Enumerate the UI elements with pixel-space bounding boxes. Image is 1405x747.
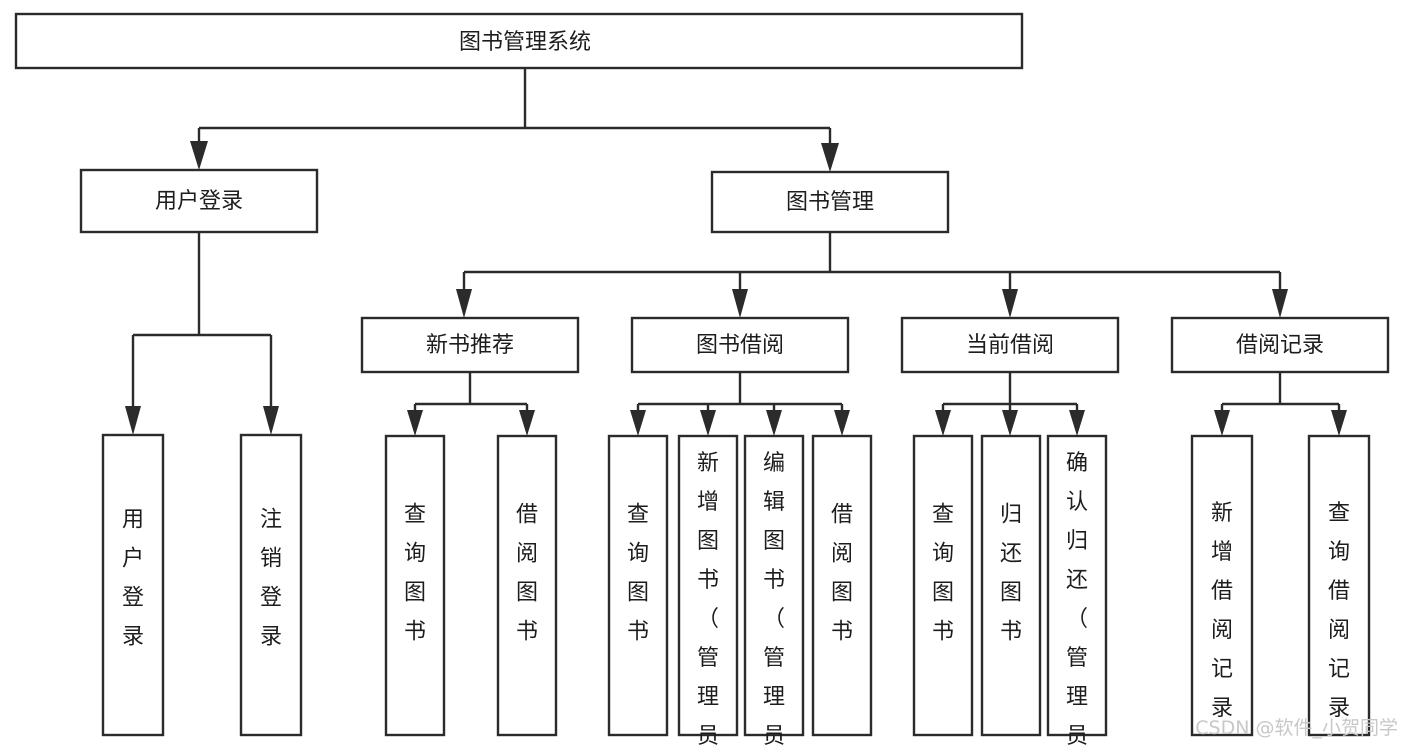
arrowhead-records xyxy=(1272,289,1288,318)
node-bookmgmt-label: 图书管理 xyxy=(786,190,874,215)
node-current-box[interactable] xyxy=(900,316,1120,374)
arrowhead-bookmgmt xyxy=(821,143,839,172)
node-leaf5-box[interactable] xyxy=(607,434,669,737)
node-leaf9-box[interactable] xyxy=(912,434,974,737)
node-bookmgmt-box[interactable] xyxy=(710,170,950,234)
arrowhead-leaf3 xyxy=(407,410,423,436)
arrowhead-leaf8 xyxy=(834,410,850,436)
node-leaf10-box[interactable] xyxy=(980,434,1042,737)
node-newbook-box[interactable] xyxy=(360,316,580,374)
node-leaf13-box[interactable] xyxy=(1307,434,1371,737)
node-leaf11[interactable]: 确认归还（管理员） xyxy=(1046,434,1108,747)
node-leaf2[interactable]: 注销登录 xyxy=(239,433,303,737)
node-leaf9-label: 查询图书 xyxy=(932,503,954,645)
node-leaf10-label: 归还图书 xyxy=(1000,503,1022,645)
node-leaf1-box[interactable] xyxy=(101,433,165,737)
arrowhead-newbook xyxy=(456,289,472,318)
arrowhead-borrow xyxy=(732,289,748,318)
node-leaf2-box[interactable] xyxy=(239,433,303,737)
node-login-label: 用户登录 xyxy=(155,189,243,214)
node-login-box[interactable] xyxy=(79,168,319,234)
arrowhead-leaf10 xyxy=(1002,410,1018,436)
node-leaf4[interactable]: 借阅图书 xyxy=(496,434,558,737)
arrowhead-leaf9 xyxy=(935,410,951,436)
node-records-box[interactable] xyxy=(1170,316,1390,374)
node-root-label: 图书管理系统 xyxy=(459,30,591,55)
arrowhead-current xyxy=(1002,289,1018,318)
arrowhead-leaf13 xyxy=(1331,410,1347,436)
node-newbook[interactable]: 新书推荐 xyxy=(360,316,580,374)
node-borrow[interactable]: 图书借阅 xyxy=(630,316,850,374)
node-newbook-label: 新书推荐 xyxy=(426,333,514,358)
node-current[interactable]: 当前借阅 xyxy=(900,316,1120,374)
node-root[interactable]: 图书管理系统 xyxy=(14,12,1024,70)
node-login[interactable]: 用户登录 xyxy=(79,168,319,234)
node-leaf9[interactable]: 查询图书 xyxy=(912,434,974,737)
node-leaf11-label: 确认归还（管理员） xyxy=(1066,451,1088,747)
node-leaf7[interactable]: 编辑图书（管理员） xyxy=(743,434,805,747)
arrowhead-leaf6 xyxy=(700,410,716,436)
node-borrow-box[interactable] xyxy=(630,316,850,374)
node-leaf8[interactable]: 借阅图书 xyxy=(811,434,873,737)
node-leaf6[interactable]: 新增图书（管理员） xyxy=(677,434,739,747)
node-root-box[interactable] xyxy=(14,12,1024,70)
arrowhead-login xyxy=(190,141,208,170)
node-leaf3[interactable]: 查询图书 xyxy=(384,434,446,737)
node-leaf1[interactable]: 用户登录 xyxy=(101,433,165,737)
arrowhead-leaf5 xyxy=(630,410,646,436)
node-leaf7-label: 编辑图书（管理员） xyxy=(763,451,785,747)
node-leaf4-box[interactable] xyxy=(496,434,558,737)
node-borrow-label: 图书借阅 xyxy=(696,333,784,358)
node-leaf2-label: 注销登录 xyxy=(260,508,282,650)
node-leaf10[interactable]: 归还图书 xyxy=(980,434,1042,737)
node-current-label: 当前借阅 xyxy=(966,333,1054,358)
node-leaf3-label: 查询图书 xyxy=(404,503,426,645)
connector-layer xyxy=(125,68,1347,436)
node-leaf13[interactable]: 查询借阅记录 xyxy=(1307,434,1371,737)
node-leaf8-label: 借阅图书 xyxy=(831,503,853,645)
node-leaf13-label: 查询借阅记录 xyxy=(1328,501,1350,721)
arrowhead-leaf7 xyxy=(766,410,782,436)
node-records[interactable]: 借阅记录 xyxy=(1170,316,1390,374)
csdn-watermark: CSDN @软件_小贺同学 xyxy=(1195,717,1398,739)
node-leaf3-box[interactable] xyxy=(384,434,446,737)
node-leaf7-box[interactable] xyxy=(743,434,805,737)
arrowhead-leaf1 xyxy=(125,406,141,435)
node-leaf8-box[interactable] xyxy=(811,434,873,737)
arrowhead-leaf12 xyxy=(1214,410,1230,436)
node-records-label: 借阅记录 xyxy=(1236,333,1324,358)
arrowhead-leaf11 xyxy=(1069,410,1085,436)
arrowhead-leaf4 xyxy=(519,410,535,436)
arrowhead-leaf2 xyxy=(263,406,279,435)
node-leaf4-label: 借阅图书 xyxy=(516,503,538,645)
node-leaf12[interactable]: 新增借阅记录 xyxy=(1190,434,1254,737)
node-leaf6-box[interactable] xyxy=(677,434,739,737)
node-bookmgmt[interactable]: 图书管理 xyxy=(710,170,950,234)
node-leaf12-box[interactable] xyxy=(1190,434,1254,737)
node-leaf1-label: 用户登录 xyxy=(122,508,144,650)
node-leaf5[interactable]: 查询图书 xyxy=(607,434,669,737)
node-leaf11-box[interactable] xyxy=(1046,434,1108,737)
node-leaf5-label: 查询图书 xyxy=(627,503,649,645)
node-leaf6-label: 新增图书（管理员） xyxy=(697,451,719,747)
node-leaf12-label: 新增借阅记录 xyxy=(1211,501,1233,721)
